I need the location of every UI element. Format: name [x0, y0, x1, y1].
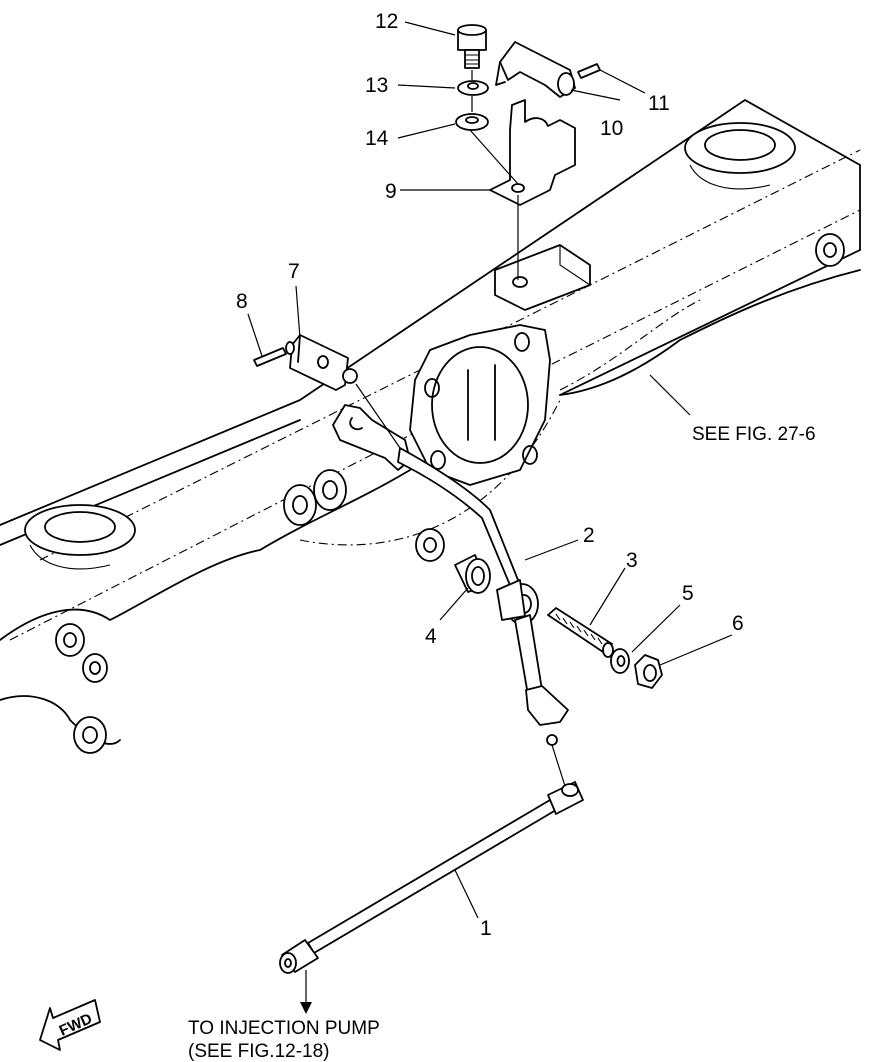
part-5-washer — [610, 648, 630, 674]
callout-6: 6 — [732, 612, 744, 635]
callout-10: 10 — [600, 117, 623, 140]
assembly-lines — [300, 70, 566, 1014]
callout-4: 4 — [425, 625, 437, 648]
part-11-pin — [577, 63, 601, 79]
callout-leaders — [247, 21, 733, 919]
part-12-bolt — [457, 24, 487, 69]
part-13-lock-washer — [457, 80, 489, 96]
part-9-bracket — [489, 99, 576, 206]
to-injection-pump-note: TO INJECTION PUMP — [188, 1018, 380, 1039]
callout-14: 14 — [365, 127, 389, 150]
callout-11: 11 — [648, 92, 670, 115]
callout-2: 2 — [583, 524, 595, 547]
part-3-bolt — [547, 607, 614, 658]
part-8-pin — [253, 347, 287, 367]
callout-8: 8 — [236, 290, 248, 313]
callout-1: 1 — [480, 917, 492, 940]
part-6-nut — [634, 654, 663, 689]
intake-manifold — [0, 99, 861, 754]
see-fig-12-18-note: (SEE FIG.12-18) — [188, 1041, 330, 1062]
part-10-lever — [495, 41, 576, 98]
part-14-plain-washer — [455, 113, 489, 131]
callout-12: 12 — [375, 10, 398, 33]
callout-labels: 12 13 14 10 11 9 7 8 2 3 5 6 4 1 — [236, 10, 744, 940]
callout-13: 13 — [365, 74, 388, 97]
fwd-arrow-icon — [39, 999, 101, 1051]
callout-5: 5 — [682, 582, 694, 605]
fwd-arrow: FWD — [39, 999, 101, 1051]
part-4-bushing — [454, 554, 491, 594]
callout-9: 9 — [385, 180, 397, 203]
part-1-control-rod — [279, 781, 584, 974]
callout-7: 7 — [288, 260, 300, 283]
part-2-lever-arm — [332, 404, 569, 746]
part-7-block — [285, 334, 358, 391]
callout-3: 3 — [626, 549, 638, 572]
see-fig-note: SEE FIG. 27-6 — [692, 424, 816, 445]
